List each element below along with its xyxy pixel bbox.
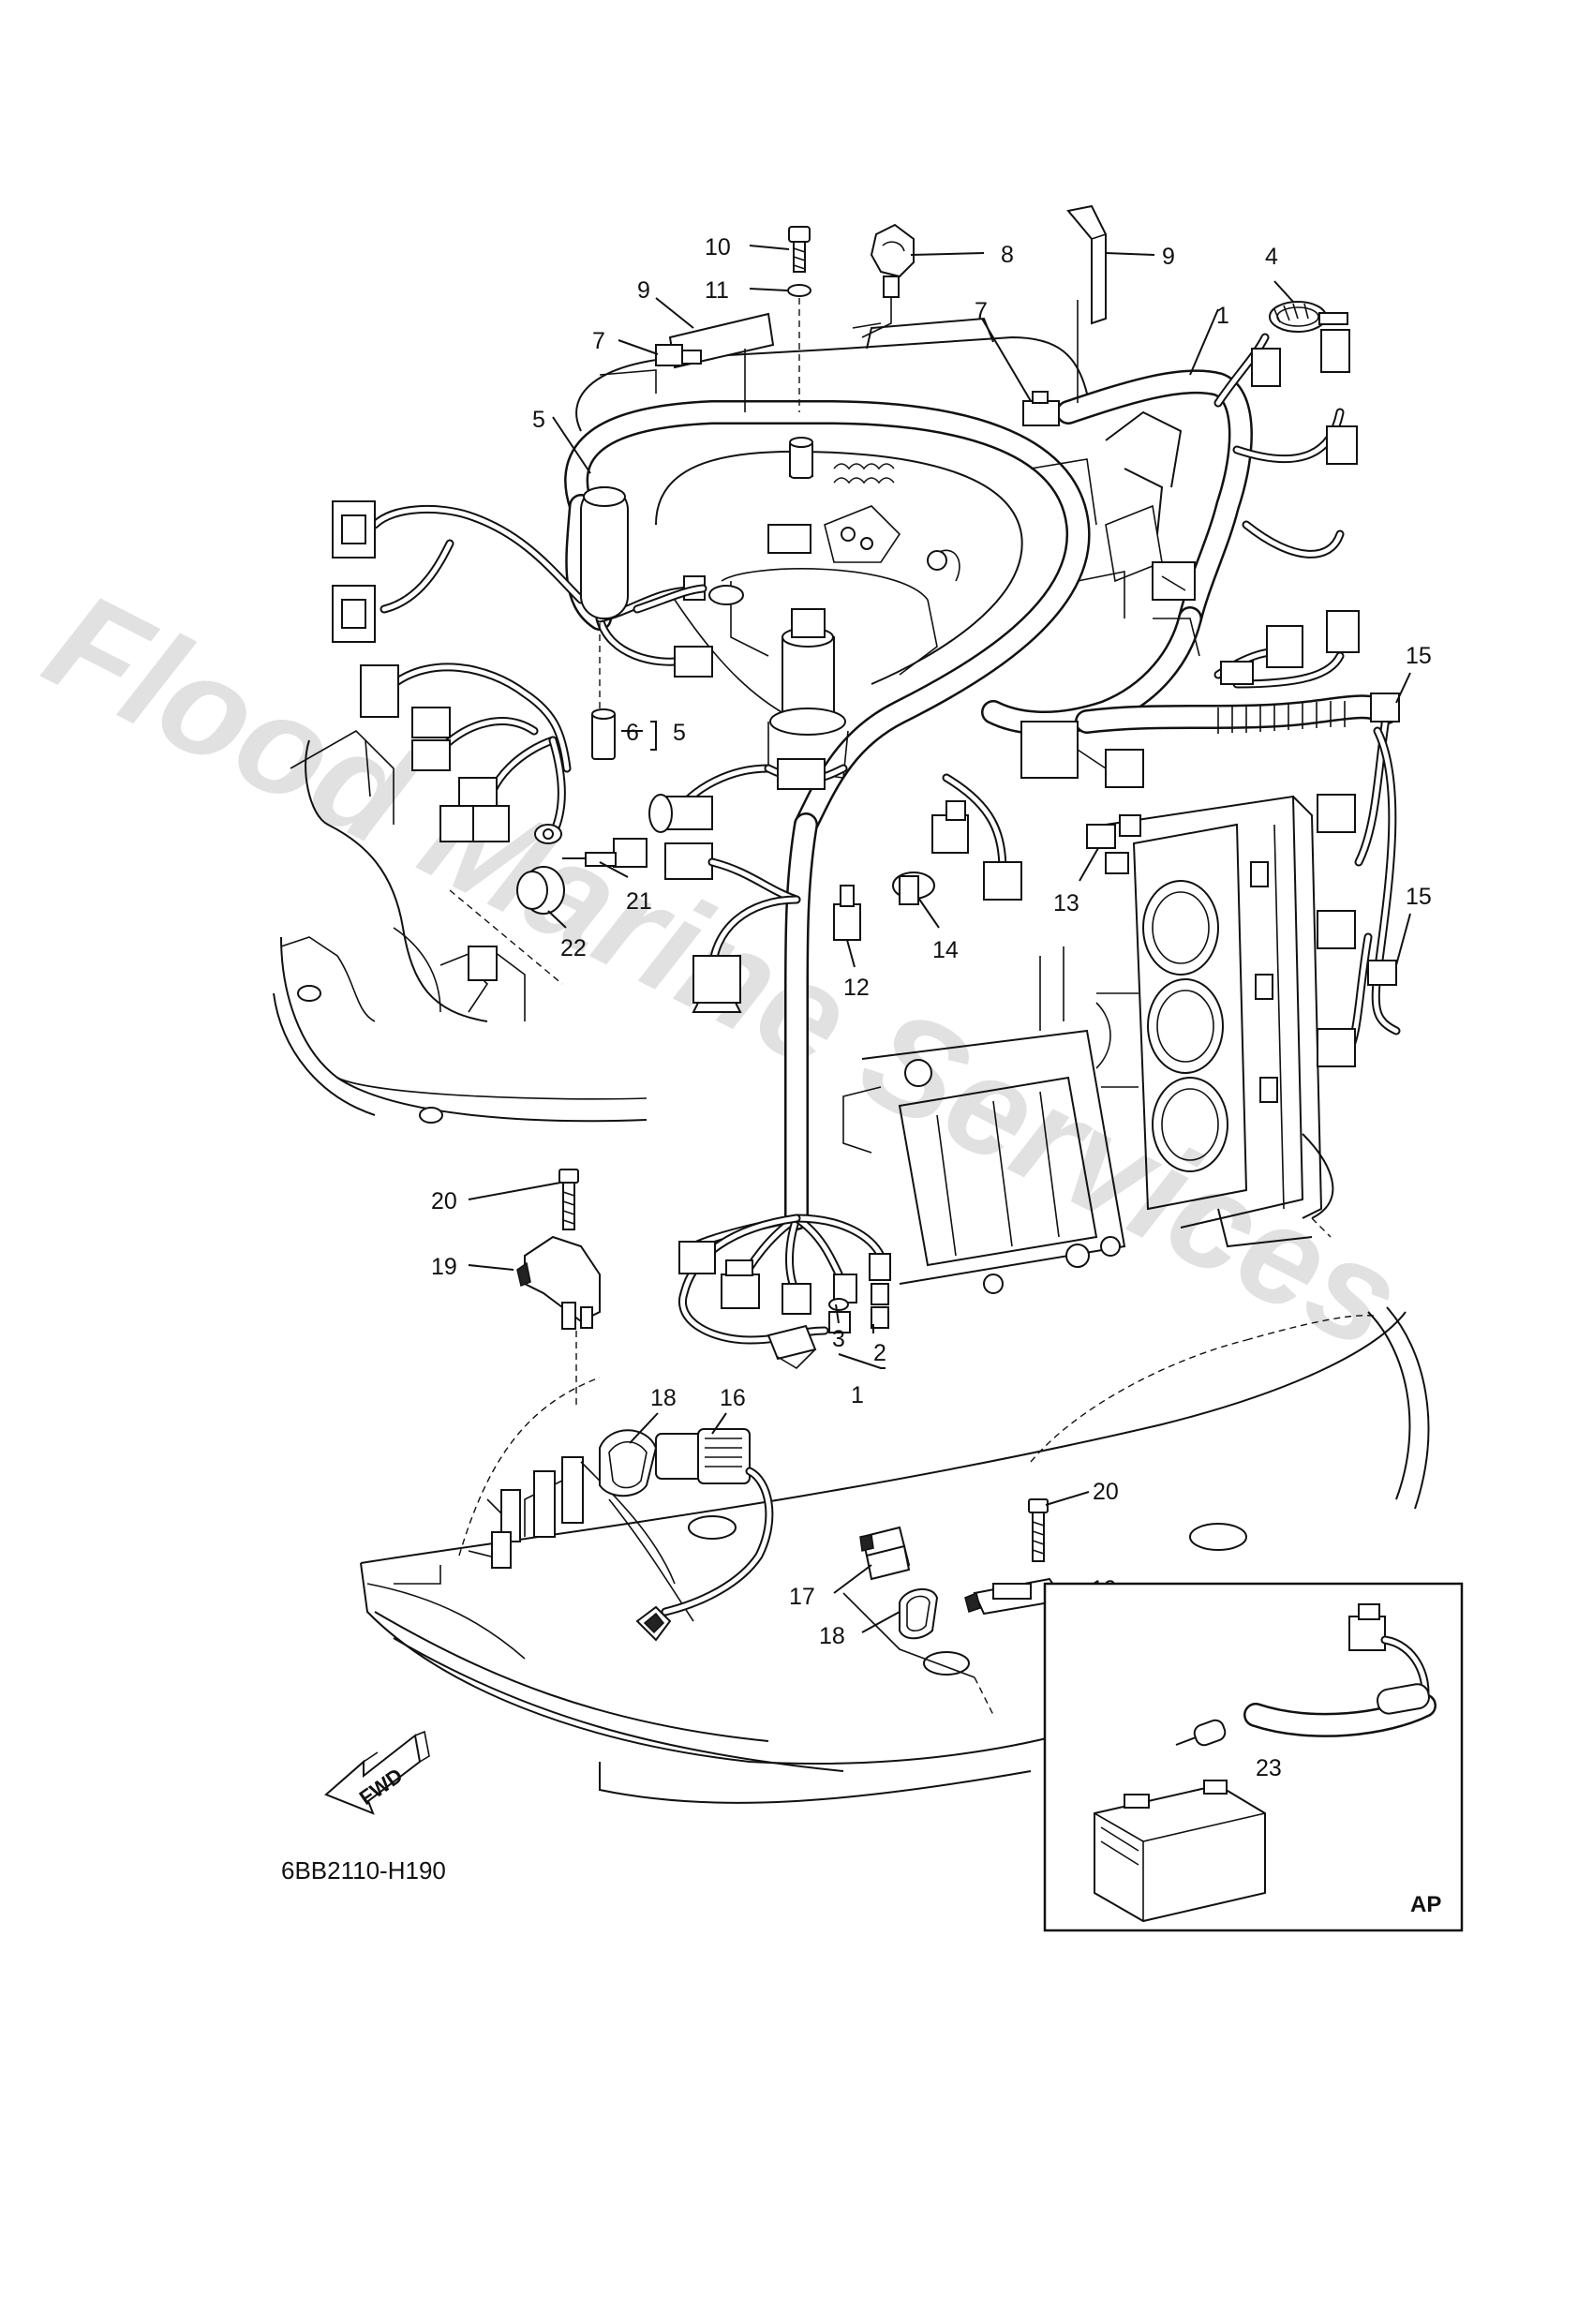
callout-18-left: 18 <box>650 1385 677 1411</box>
callout-4: 4 <box>1265 244 1278 270</box>
callout-3: 3 <box>832 1326 845 1352</box>
left-bracket <box>273 730 648 1124</box>
callout-12: 12 <box>843 975 870 1001</box>
callout-23: 23 <box>1256 1755 1282 1781</box>
callout-2: 2 <box>873 1340 886 1366</box>
callout-7-left: 7 <box>592 328 605 354</box>
callout-5-left: 5 <box>532 407 545 433</box>
callout-22: 22 <box>560 935 587 961</box>
callout-9-left: 9 <box>637 277 650 304</box>
callout-15-top: 15 <box>1406 643 1432 669</box>
fwd-arrow: FWD <box>324 1730 430 1815</box>
callout-16: 16 <box>720 1385 746 1411</box>
bottom-cowling <box>360 1306 1430 1804</box>
mid-clip-components <box>516 721 1144 1230</box>
callout-1-bottom: 1 <box>851 1382 864 1408</box>
inset-label: AP <box>1410 1892 1441 1917</box>
callout-5-bracket: 5 <box>673 720 686 746</box>
callout-1-top: 1 <box>1216 303 1229 329</box>
corrugated-tube <box>1075 694 1399 734</box>
diagram-code: 6BB2110-H190 <box>281 1856 446 1885</box>
callout-20-left: 20 <box>431 1188 457 1214</box>
callout-18-right: 18 <box>819 1623 845 1649</box>
callout-13: 13 <box>1053 890 1079 916</box>
callout-11: 11 <box>705 277 729 304</box>
callout-14: 14 <box>932 937 959 963</box>
connectors-upper-left <box>332 500 744 844</box>
ap-inset: 23 AP <box>1043 1582 1464 1932</box>
callout-17: 17 <box>789 1584 815 1610</box>
callout-8: 8 <box>1001 242 1014 268</box>
callout-7-right: 7 <box>975 298 988 324</box>
callout-6: 6 <box>626 720 639 746</box>
right-harness-bundle <box>981 369 1401 1054</box>
callout-labels: 10 11 8 9 9 4 7 1 7 5 6 5 15 15 21 22 12… <box>431 234 1432 1649</box>
callout-10: 10 <box>705 234 731 261</box>
callout-15-bottom: 15 <box>1406 884 1432 910</box>
top-parts <box>580 204 1348 760</box>
callout-leaders <box>468 245 1411 1750</box>
engine-block <box>842 795 1334 1294</box>
callout-19-left: 19 <box>431 1254 457 1280</box>
upper-harness-loop <box>564 317 1091 837</box>
connectors-upper-right <box>1213 329 1360 1067</box>
callout-9-right: 9 <box>1162 244 1175 270</box>
callout-20-right: 20 <box>1093 1479 1119 1505</box>
callout-21: 21 <box>626 888 652 915</box>
lower-harness-fanout <box>677 1214 891 1370</box>
lower-parts <box>516 1169 1061 1642</box>
